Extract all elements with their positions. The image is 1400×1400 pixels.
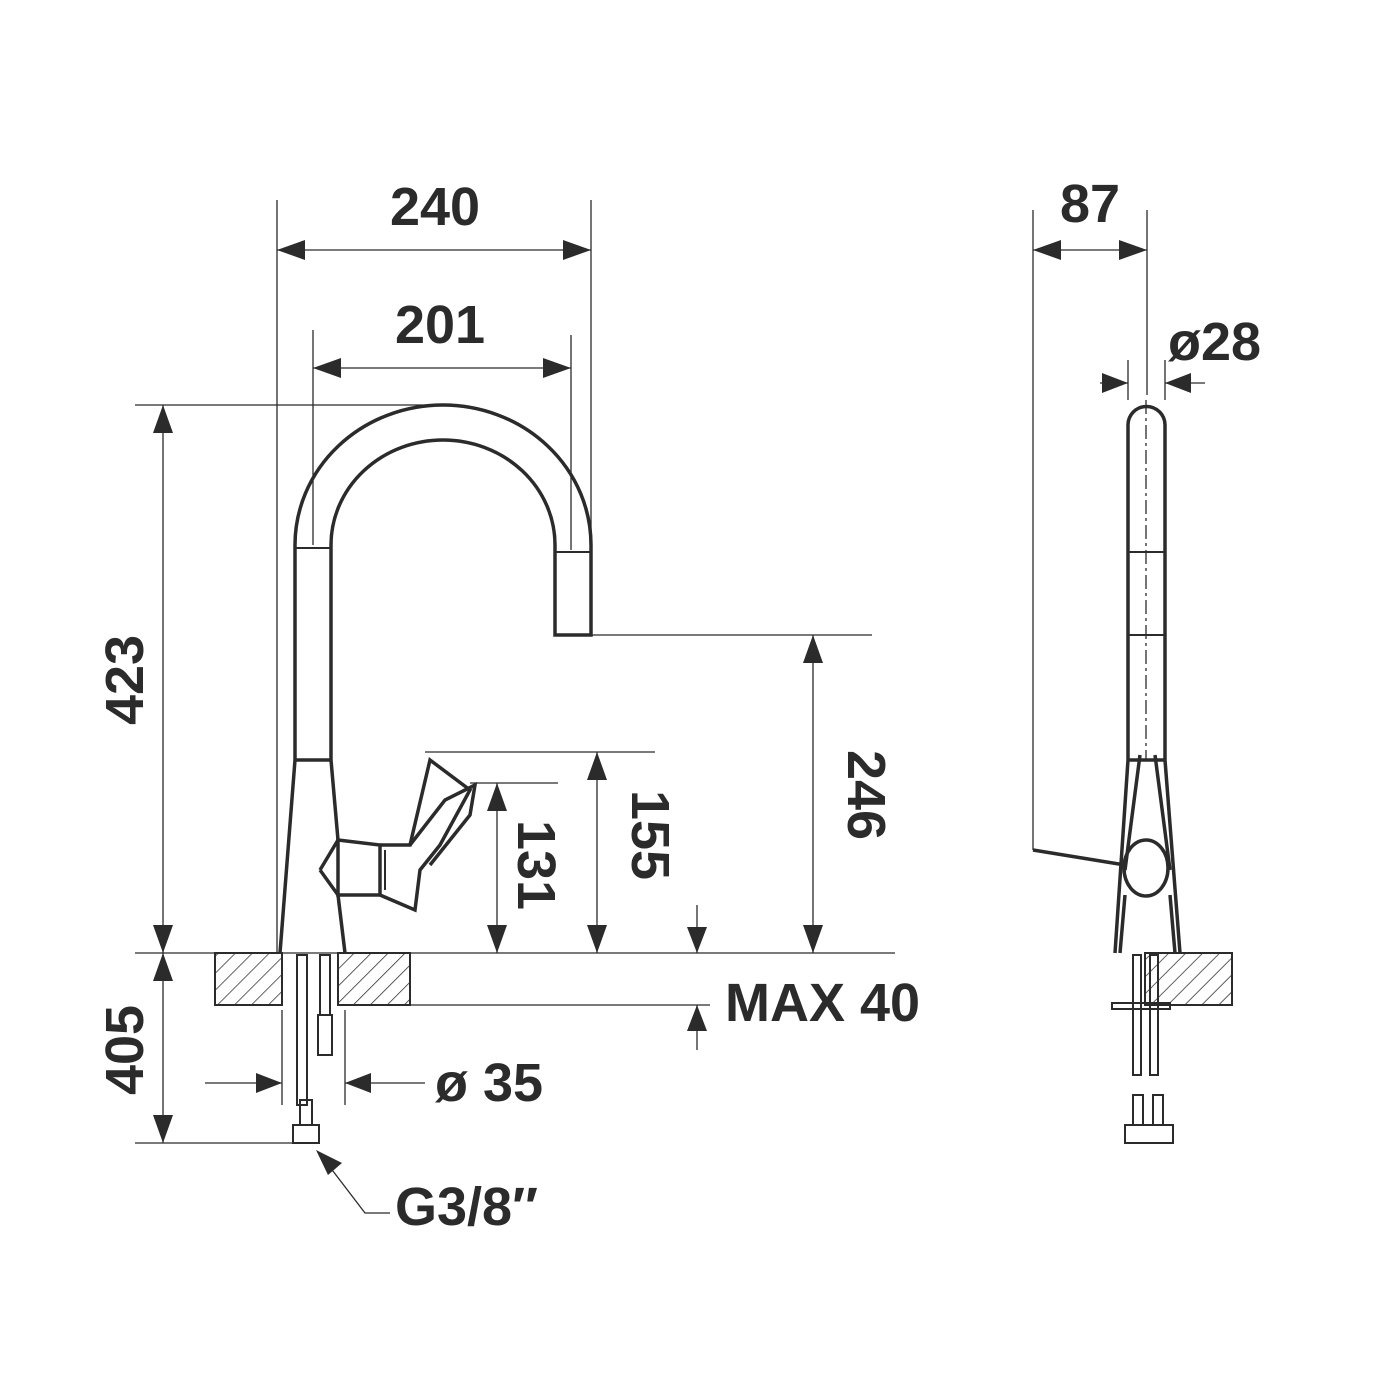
faucet-side <box>1032 400 1182 954</box>
dim-spout-diameter: ø28 <box>1168 312 1261 372</box>
front-view: 240 201 423 246 155 131 MAX 40 405 ø 35 … <box>95 177 920 1237</box>
faucet-front <box>278 403 593 954</box>
dim-spout-height: 246 <box>836 750 896 840</box>
dim-spout-reach: 201 <box>395 295 485 355</box>
dim-height-overall: 423 <box>95 635 155 725</box>
dim-handle-max: 155 <box>620 790 680 880</box>
countertop-right <box>337 952 411 1006</box>
dim-hose-length: 405 <box>95 1005 155 1095</box>
hoses-front <box>292 954 333 1144</box>
dim-handle: 131 <box>506 820 566 910</box>
countertop-side <box>1144 952 1233 1006</box>
dim-width-overall: 240 <box>390 177 480 237</box>
hoses-side <box>1111 954 1174 1144</box>
side-view: 87 ø28 <box>1032 174 1261 1144</box>
dim-counter-thickness: MAX 40 <box>725 973 920 1033</box>
countertop-left <box>214 952 283 1006</box>
dim-hole-diameter: ø 35 <box>435 1053 543 1113</box>
label-connection: G3/8″ <box>395 1177 538 1237</box>
dim-depth: 87 <box>1060 174 1120 234</box>
